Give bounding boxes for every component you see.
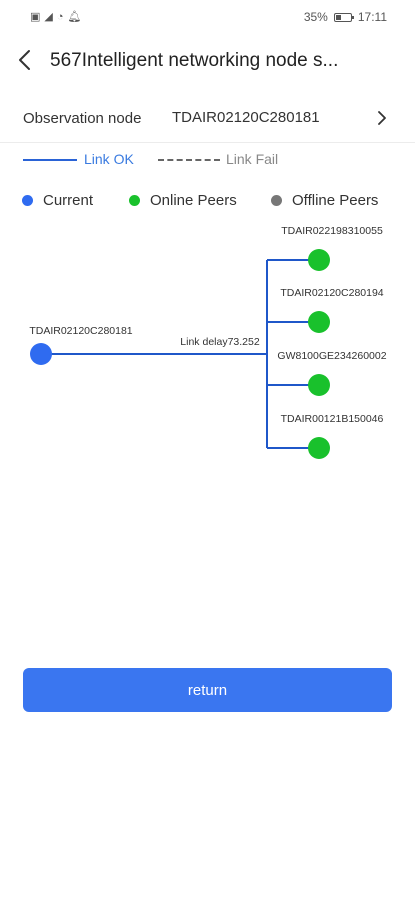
observation-node-value: TDAIR02120C280181 [172, 109, 320, 126]
current-node-label: TDAIR02120C280181 [29, 325, 132, 337]
link-ok-label: Link OK [84, 151, 134, 167]
peer-node-label: TDAIR00121B150046 [281, 413, 384, 425]
wifi-icon: ◔ [56, 11, 64, 23]
status-right: 35% 17:11 [304, 10, 387, 24]
clock: 17:11 [357, 10, 387, 24]
peer-node-dot [308, 249, 330, 271]
legend-online: Online Peers [129, 192, 237, 209]
peer-node-label: TDAIR02120C280194 [280, 287, 383, 299]
peer-node-label: GW8100GE234260002 [277, 350, 386, 362]
legend-offline: Offline Peers [271, 192, 378, 209]
current-dot-icon [22, 195, 33, 206]
status-bar: ▣ ◢ ◔ 🔔︎ 35% 17:11 [0, 0, 415, 34]
legend-online-label: Online Peers [150, 192, 237, 209]
return-button[interactable]: return [23, 668, 392, 712]
battery-fill [335, 14, 341, 20]
back-arrow-icon[interactable] [14, 48, 38, 72]
peer-node-label: TDAIR022198310055 [281, 225, 383, 237]
peer-node-dot [308, 374, 330, 396]
chevron-right-icon[interactable] [373, 108, 391, 128]
battery-percent: 35% [303, 10, 328, 24]
node-legend: Current Online Peers Offline Peers [0, 188, 415, 214]
bell-icon: 🔔︎ [67, 11, 82, 23]
link-fail-line [158, 159, 220, 161]
battery-icon [333, 12, 354, 22]
sim-icon: ▣ [30, 11, 41, 23]
legend-current-label: Current [43, 192, 94, 209]
observation-node-row[interactable]: Observation node TDAIR02120C280181 [0, 98, 415, 143]
link-ok-line [23, 159, 77, 161]
current-node-dot [30, 343, 52, 365]
link-delay-label: Link delay73.252 [180, 336, 260, 348]
status-icons: ▣ ◢ ◔ 🔔︎ [30, 10, 82, 24]
legend-current: Current [22, 192, 93, 209]
app-header: 567Intelligent networking node s... [0, 40, 415, 84]
link-legend: Link OK Link Fail [0, 146, 415, 174]
topology-diagram: TDAIR022198310055TDAIR02120C280194GW8100… [29, 225, 387, 459]
legend-offline-label: Offline Peers [292, 192, 379, 209]
link-fail-label: Link Fail [226, 151, 279, 167]
offline-dot-icon [271, 195, 282, 206]
page-title: 567Intelligent networking node s... [50, 50, 339, 71]
signal-icon: ◢ [44, 11, 53, 23]
peer-node-dot [308, 437, 330, 459]
online-dot-icon [129, 195, 140, 206]
observation-node-label: Observation node [23, 110, 142, 127]
peer-node-dot [308, 311, 330, 333]
